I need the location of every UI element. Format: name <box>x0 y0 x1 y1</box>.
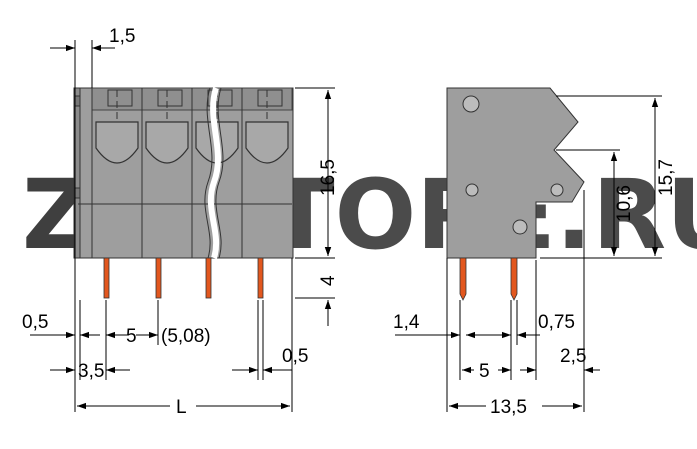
side-hole-bottom <box>512 219 528 235</box>
dim-total-height: 15,7 <box>656 159 677 196</box>
side-pin-1 <box>459 257 467 301</box>
front-housing <box>77 87 294 259</box>
front-pins <box>103 257 264 299</box>
dim-body-height: 10,6 <box>614 185 635 222</box>
pin-3 <box>205 257 212 299</box>
wire-entries <box>95 121 289 164</box>
side-hole-mid <box>465 183 479 197</box>
break-line-edge <box>204 87 213 259</box>
side-hole-right <box>550 183 564 197</box>
dim-first-pin: 3,5 <box>78 361 104 382</box>
side-dimensions <box>395 95 662 412</box>
front-side-nub-top <box>73 95 81 107</box>
dim-left-edge: 0,5 <box>22 312 48 333</box>
side-hole-top <box>462 95 480 113</box>
pin-4 <box>257 257 264 299</box>
dim-height: 16,5 <box>318 159 339 196</box>
dim-pin-width: 0,75 <box>538 312 575 333</box>
dim-top-offset: 1,5 <box>109 26 135 47</box>
front-dimension-labels: 1,5 16,5 4 0,5 5 (5,08) 3,5 0,5 L <box>22 26 339 418</box>
pole-dividers <box>91 88 243 258</box>
dim-total-length: L <box>176 397 187 418</box>
side-pins <box>459 257 518 301</box>
break-line-edge-2 <box>215 87 224 259</box>
side-view <box>446 87 585 301</box>
dim-pitch-alt: (5,08) <box>161 326 211 347</box>
front-dimensions <box>30 40 335 412</box>
side-dimension-labels: 10,6 15,7 1,4 0,75 5 2,5 13,5 <box>393 159 677 418</box>
front-view <box>73 87 294 299</box>
pin-1 <box>103 257 110 299</box>
break-line <box>207 87 221 259</box>
dim-pin-spacing: 5 <box>479 361 490 382</box>
front-side-nub-bottom <box>73 187 81 199</box>
dim-pin-length: 4 <box>318 275 339 286</box>
side-pin-2 <box>510 257 518 301</box>
dim-total-depth: 13,5 <box>490 397 527 418</box>
dim-rear-offset: 2,5 <box>560 346 586 367</box>
side-housing <box>446 87 585 259</box>
dim-pin-offset: 1,4 <box>393 312 420 333</box>
front-housing-lip <box>73 87 81 259</box>
dim-pitch: 5 <box>126 326 137 347</box>
dim-right-edge: 0,5 <box>282 346 308 367</box>
pin-2 <box>155 257 162 299</box>
